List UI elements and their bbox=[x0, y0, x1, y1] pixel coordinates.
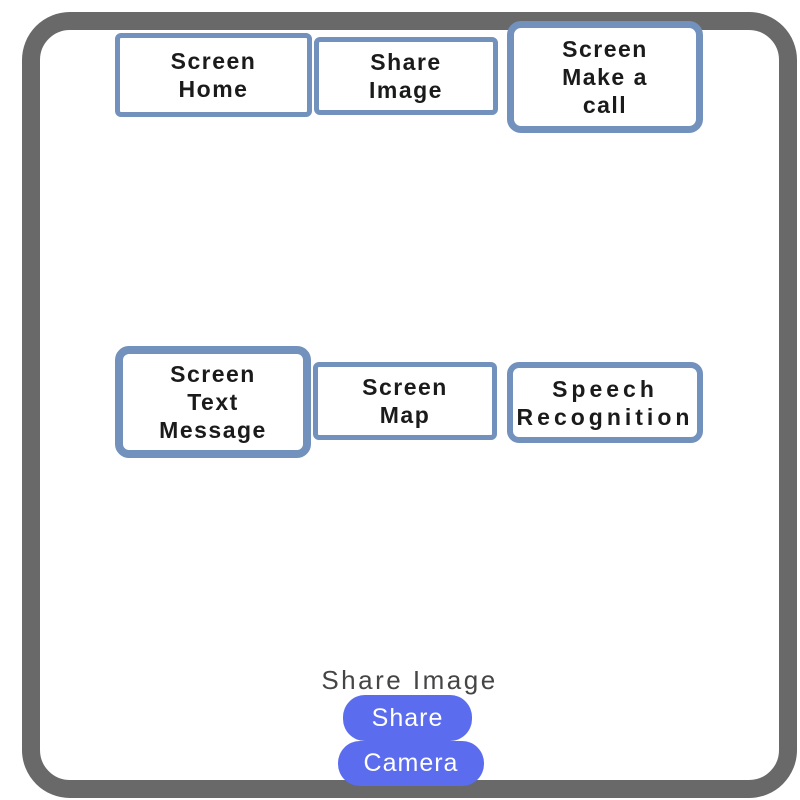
screen-box-make-a-call[interactable]: Screen Make a call bbox=[507, 21, 703, 133]
screen-box-map[interactable]: Screen Map bbox=[313, 362, 497, 440]
screen-box-text-message[interactable]: Screen Text Message bbox=[115, 346, 311, 458]
screen-box-text-message-label: Screen Text Message bbox=[159, 361, 267, 443]
camera-button-label: Camera bbox=[363, 749, 459, 777]
screen-box-home[interactable]: Screen Home bbox=[115, 33, 312, 117]
screen-box-speech-recognition-label: Speech Recognition bbox=[516, 375, 694, 430]
screen-box-share-image-label: Share Image bbox=[369, 49, 443, 103]
share-image-section-title: Share Image bbox=[321, 665, 498, 695]
screen-box-speech-recognition[interactable]: Speech Recognition bbox=[507, 362, 703, 443]
share-button-label: Share bbox=[371, 703, 444, 732]
screen-box-make-a-call-label: Screen Make a call bbox=[562, 36, 648, 118]
screen-box-map-label: Screen Map bbox=[362, 374, 448, 428]
phone-frame bbox=[22, 12, 797, 798]
screen-box-home-label: Screen Home bbox=[170, 48, 257, 102]
camera-button[interactable]: Camera bbox=[338, 741, 484, 786]
screen-box-share-image[interactable]: Share Image bbox=[314, 37, 498, 115]
share-button[interactable]: Share bbox=[343, 695, 472, 741]
